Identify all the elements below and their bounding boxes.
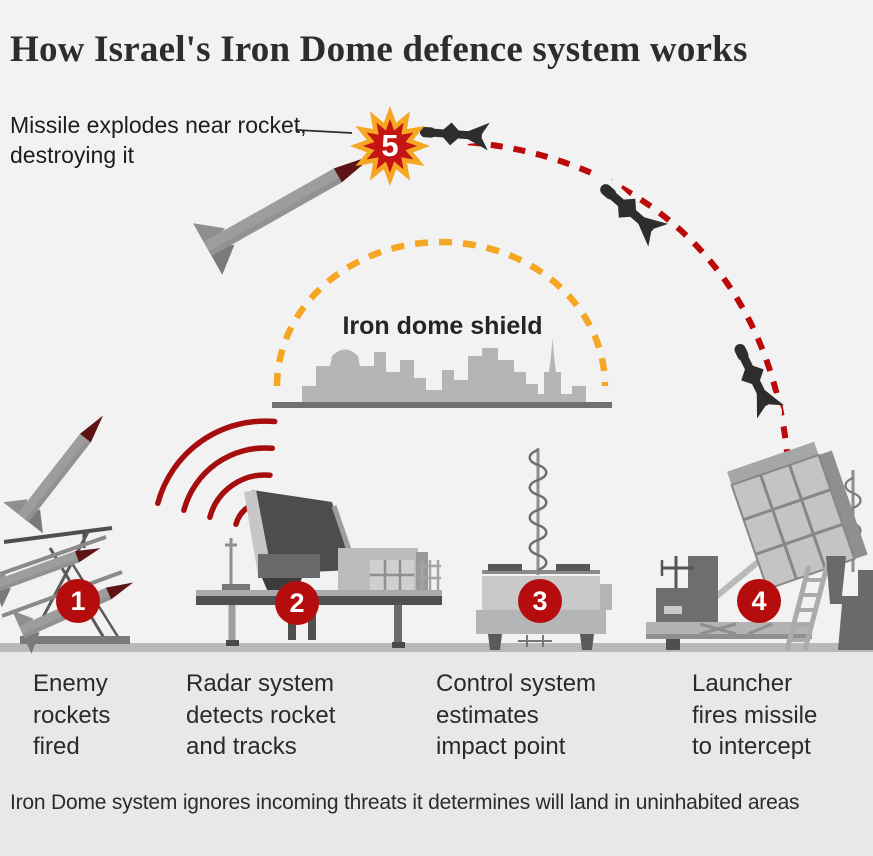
explosion-star-icon bbox=[350, 106, 430, 186]
antenna-coil-icon bbox=[528, 448, 548, 572]
step-label-2: Radar system detects rocket and tracks bbox=[186, 670, 336, 761]
step5-annotation: Missile explodes near rocket, destroying… bbox=[10, 112, 307, 169]
step-label-3: Control system estimates impact point bbox=[436, 670, 597, 761]
iron-dome-launcher-vehicle bbox=[646, 441, 873, 651]
dome-shield-label: Iron dome shield bbox=[342, 312, 543, 340]
launcher-box-icon bbox=[727, 441, 868, 591]
step-badge-5: 5 bbox=[381, 128, 399, 163]
fired-rocket-icon bbox=[3, 399, 124, 534]
footer-note: Iron Dome system ignores incoming threat… bbox=[10, 791, 800, 814]
step-badge-2: 2 bbox=[275, 581, 319, 625]
dome-shield-arc-icon bbox=[273, 238, 609, 387]
step-badge-1: 1 bbox=[56, 579, 100, 623]
pointer-line bbox=[296, 129, 353, 134]
step-label-4: Launcher fires missile to intercept bbox=[692, 670, 818, 761]
ground-line bbox=[0, 643, 873, 652]
city-skyline bbox=[272, 338, 612, 408]
footer-band bbox=[0, 652, 873, 856]
radar-vehicle bbox=[196, 490, 442, 648]
step-label-1: Enemy rockets fired bbox=[33, 670, 111, 761]
step-badge-4: 4 bbox=[737, 579, 781, 623]
page-title: How Israel's Iron Dome defence system wo… bbox=[10, 28, 748, 70]
step-badge-3: 3 bbox=[518, 579, 562, 623]
